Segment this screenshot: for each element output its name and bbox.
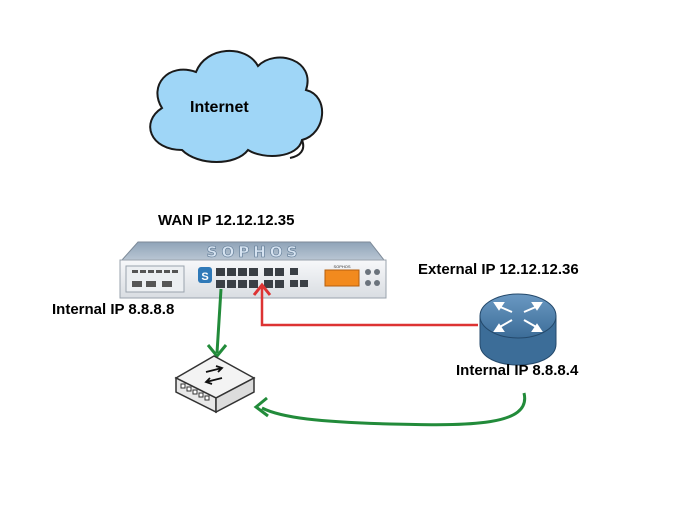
firewall-appliance: S SOPHOS (119, 241, 387, 299)
green-link-router-switch (253, 392, 527, 427)
cloud-icon (149, 50, 323, 163)
switch-icon (174, 355, 256, 414)
internal-ip-router-label: Internal IP 8.8.8.4 (456, 362, 579, 379)
svg-text:S: S (201, 271, 208, 283)
red-link (252, 282, 478, 327)
cloud-label: Internet (190, 99, 249, 116)
internal-ip-firewall-label: Internal IP 8.8.8.8 (52, 301, 175, 318)
firewall-brand-logo: SOPHOS (207, 243, 302, 261)
router-icon (479, 293, 557, 366)
green-link-firewall-switch (206, 288, 228, 359)
external-ip-label: External IP 12.12.12.36 (418, 261, 579, 278)
wan-ip-label: WAN IP 12.12.12.35 (158, 212, 295, 229)
svg-text:SOPHOS: SOPHOS (333, 264, 350, 269)
